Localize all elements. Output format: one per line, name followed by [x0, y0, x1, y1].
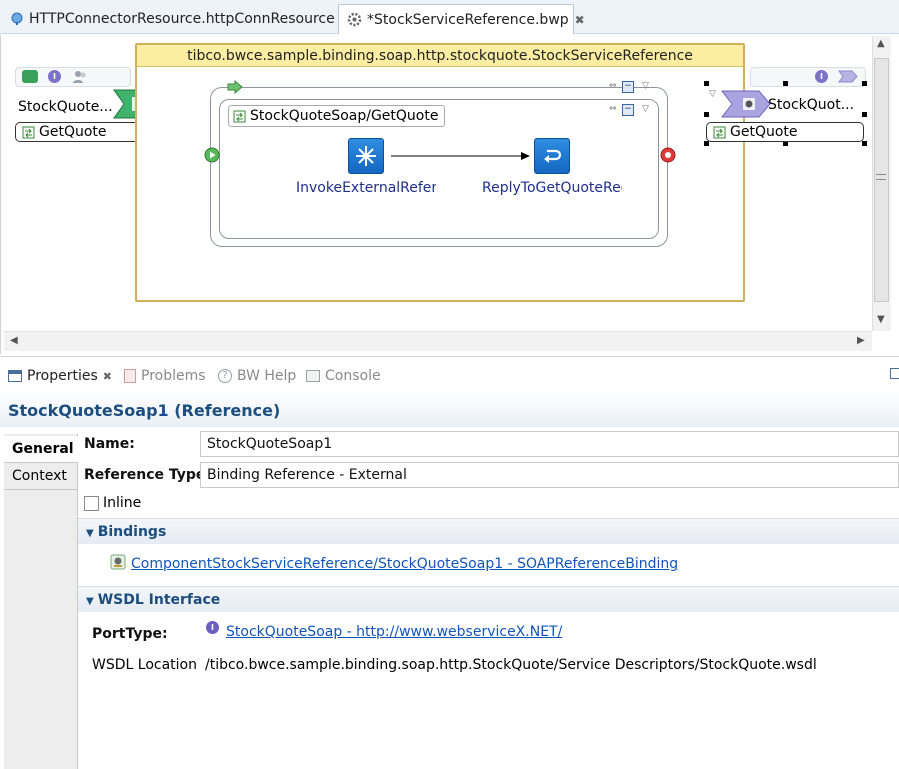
binding-icon [110, 554, 126, 570]
wsdl-section-label: WSDL Interface [97, 592, 221, 608]
operation-label-box[interactable]: StockQuoteSoap/GetQuote [228, 105, 446, 127]
canvas-horizontal-scrollbar[interactable] [4, 331, 872, 351]
chevron-down-icon[interactable]: ▽ [709, 89, 716, 99]
side-tab-context[interactable]: Context [4, 463, 78, 490]
start-event-icon[interactable] [204, 147, 220, 163]
interface-icon: I [206, 621, 219, 634]
console-icon [306, 370, 320, 382]
invoke-activity-label[interactable]: InvokeExternalReference [296, 180, 436, 196]
scroll-up-icon[interactable]: ▲ [877, 38, 885, 49]
expand-collapse-icon[interactable]: ⇔ [609, 104, 617, 114]
bindings-section-label: Bindings [97, 524, 167, 540]
selection-handle[interactable] [862, 141, 867, 146]
operation-icon [233, 110, 246, 123]
problems-icon [124, 369, 136, 383]
binding-link[interactable]: ComponentStockServiceReference/StockQuot… [131, 556, 679, 572]
reference-chevron-icon[interactable] [720, 90, 771, 118]
collapse-button[interactable]: − [622, 81, 634, 93]
component-title[interactable]: tibco.bwce.sample.binding.soap.http.stoc… [137, 45, 743, 67]
scroll-right-icon[interactable]: ▶ [857, 335, 865, 346]
bindings-section-header[interactable]: ▼Bindings [78, 518, 899, 544]
selection-handle[interactable] [862, 81, 867, 86]
chevron-down-icon[interactable]: ▽ [642, 104, 649, 114]
interface-icon: I [48, 70, 61, 83]
service-name[interactable]: StockQuote... [18, 99, 113, 115]
interface-icon: I [815, 70, 828, 83]
service-operation-label: GetQuote [39, 124, 107, 140]
chevron-down-icon[interactable]: ▽ [642, 81, 649, 91]
reply-icon [544, 149, 562, 163]
reference-name[interactable]: StockQuot... [768, 97, 855, 113]
reference-type-field[interactable]: Binding Reference - External [200, 462, 899, 488]
view-tab-label: Console [325, 368, 381, 384]
reference-type-icon [838, 70, 858, 83]
invoke-icon [356, 146, 376, 166]
collapse-button[interactable]: − [622, 104, 634, 116]
inline-checkbox[interactable] [84, 496, 99, 511]
wsdl-location-label: WSDL Location [92, 657, 197, 673]
reply-activity-label[interactable]: ReplyToGetQuoteReq [482, 180, 622, 196]
operation-icon [22, 126, 35, 139]
selection-handle[interactable] [783, 141, 788, 146]
selection-handle[interactable] [704, 112, 709, 117]
maximize-icon[interactable] [890, 368, 899, 379]
view-tab-bw-help[interactable]: ? BW Help [218, 364, 296, 388]
collapse-triangle-icon: ▼ [86, 596, 94, 607]
properties-icon [8, 370, 22, 382]
process-scope-outer[interactable] [210, 87, 668, 247]
selection-handle[interactable] [704, 81, 709, 86]
editor-tab-http-connector[interactable]: HTTPConnectorResource.httpConnResource [2, 4, 343, 34]
service-type-icon [22, 70, 38, 83]
operation-icon [713, 126, 726, 139]
end-event-icon[interactable] [660, 147, 676, 163]
view-tab-problems[interactable]: Problems [124, 364, 206, 388]
properties-title: StockQuoteSoap1 (Reference) [8, 401, 281, 420]
globe-icon [10, 12, 24, 26]
gear-icon [347, 12, 362, 27]
start-arrow-icon[interactable] [227, 79, 243, 95]
reference-type-label: Reference Type: [84, 467, 212, 483]
reference-operation-pill[interactable]: GetQuote [706, 122, 864, 142]
process-scope-inner[interactable] [219, 99, 659, 239]
reply-activity[interactable] [534, 138, 570, 174]
side-tab-general[interactable]: General [4, 436, 79, 463]
editor-tab-label: *StockServiceReference.bwp [367, 11, 569, 28]
view-tab-bar [0, 356, 899, 392]
close-icon[interactable]: ✖ [574, 12, 585, 27]
view-tab-label: Properties [27, 368, 98, 384]
properties-header [0, 393, 899, 427]
invoke-activity[interactable] [348, 138, 384, 174]
editor-tab-stock-service-reference[interactable]: *StockServiceReference.bwp ✖ [338, 4, 585, 34]
view-tab-properties[interactable]: Properties ✖ [8, 364, 112, 388]
inline-label: Inline [103, 495, 142, 511]
view-tab-label: Problems [141, 368, 206, 384]
users-icon [72, 69, 88, 85]
service-decorator-strip [15, 67, 131, 87]
view-tab-console[interactable]: Console [306, 364, 381, 388]
transition-arrow[interactable] [391, 150, 531, 162]
wsdl-location-value: /tibco.bwce.sample.binding.soap.http.Sto… [205, 657, 817, 673]
porttype-label: PortType: [92, 626, 168, 642]
collapse-triangle-icon: ▼ [86, 528, 94, 539]
help-icon: ? [218, 369, 232, 383]
name-label: Name: [84, 436, 135, 452]
wsdl-section-header[interactable]: ▼WSDL Interface [78, 586, 899, 612]
editor-tab-label: HTTPConnectorResource.httpConnResource [29, 11, 335, 27]
selection-handle[interactable] [783, 81, 788, 86]
selection-handle[interactable] [704, 141, 709, 146]
view-tab-label: BW Help [237, 368, 297, 384]
grip-icon [876, 174, 886, 180]
scroll-down-icon[interactable]: ▼ [877, 314, 885, 325]
porttype-link[interactable]: StockQuoteSoap - http://www.webserviceX.… [226, 624, 563, 640]
scroll-left-icon[interactable]: ◀ [10, 335, 18, 346]
operation-label-text: StockQuoteSoap/GetQuote [250, 108, 439, 124]
name-field[interactable]: StockQuoteSoap1 [200, 431, 899, 457]
close-icon[interactable]: ✖ [102, 369, 112, 383]
selection-handle[interactable] [862, 112, 867, 117]
vertical-scroll-thumb[interactable] [874, 58, 889, 302]
expand-collapse-icon[interactable]: ⇔ [609, 81, 617, 91]
reference-operation-label: GetQuote [730, 124, 798, 140]
reference-decorator-strip [750, 67, 866, 87]
